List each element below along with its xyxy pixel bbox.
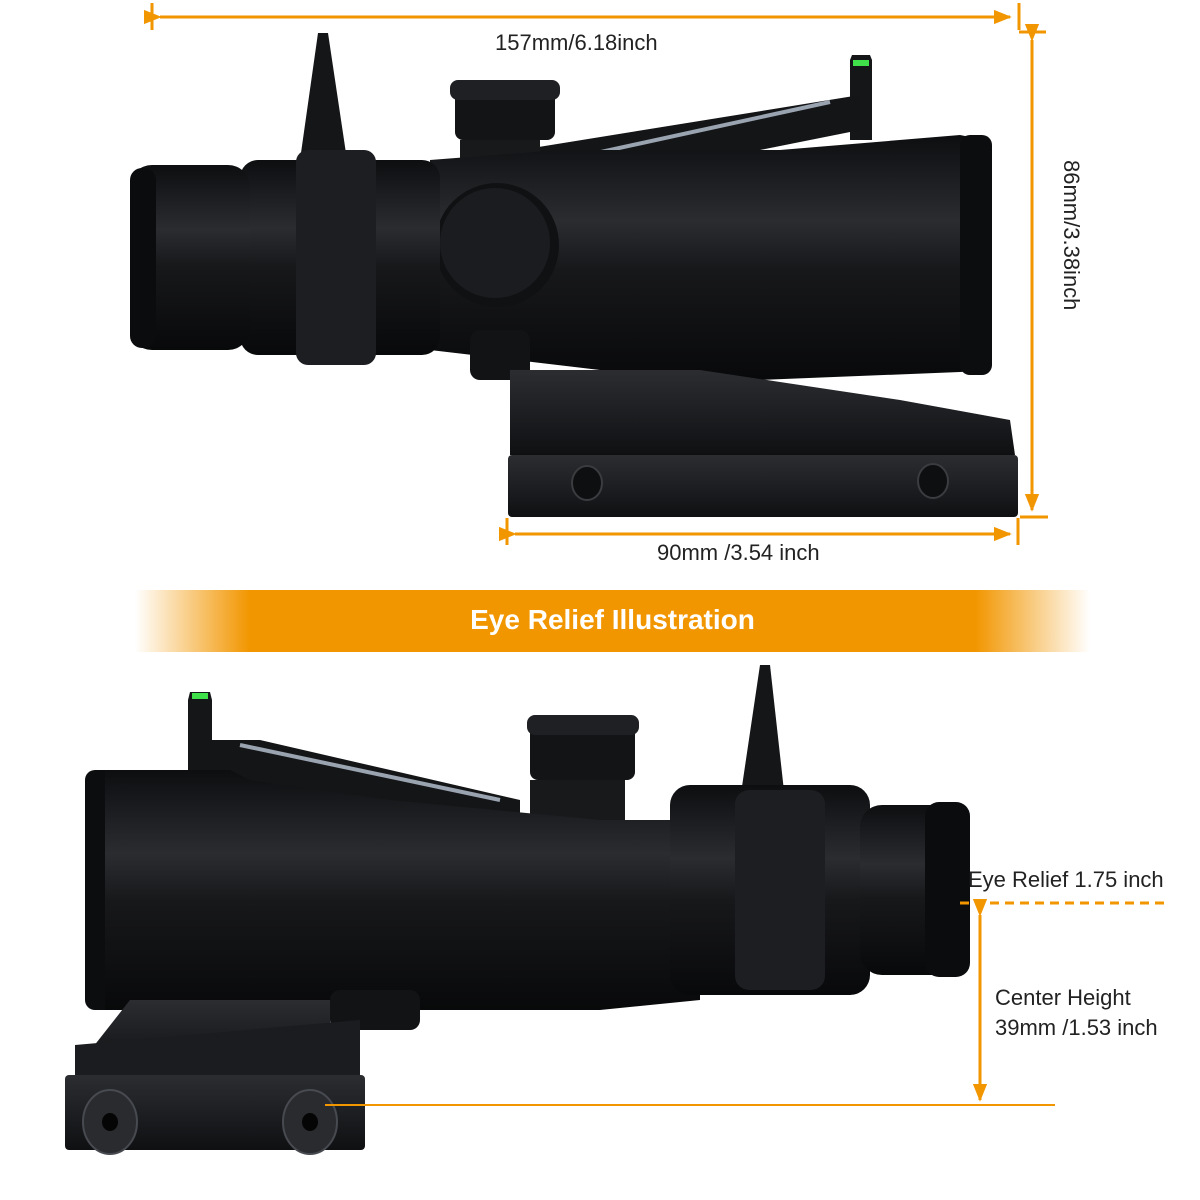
height-dimension-arrow <box>1020 23 1048 519</box>
scope-top-view <box>130 33 1018 517</box>
front-sight-fiber <box>853 60 869 66</box>
front-sight-fiber-bottom <box>192 693 208 699</box>
mount-length-label: 90mm /3.54 inch <box>657 540 820 565</box>
center-height-title: Center Height <box>995 985 1131 1010</box>
eye-relief-label: Eye Relief 1.75 inch <box>968 867 1164 892</box>
length-label: 157mm/6.18inch <box>495 30 658 55</box>
section-banner: Eye Relief Illustration <box>135 590 1090 652</box>
center-height-value: 39mm /1.53 inch <box>995 1015 1158 1040</box>
banner-title: Eye Relief Illustration <box>470 604 755 635</box>
length-dimension-arrow <box>143 3 1046 34</box>
height-label: 86mm/3.38inch <box>1059 160 1084 311</box>
scope-bottom-view <box>65 665 970 1155</box>
mount-dimension-arrow <box>498 518 1020 545</box>
